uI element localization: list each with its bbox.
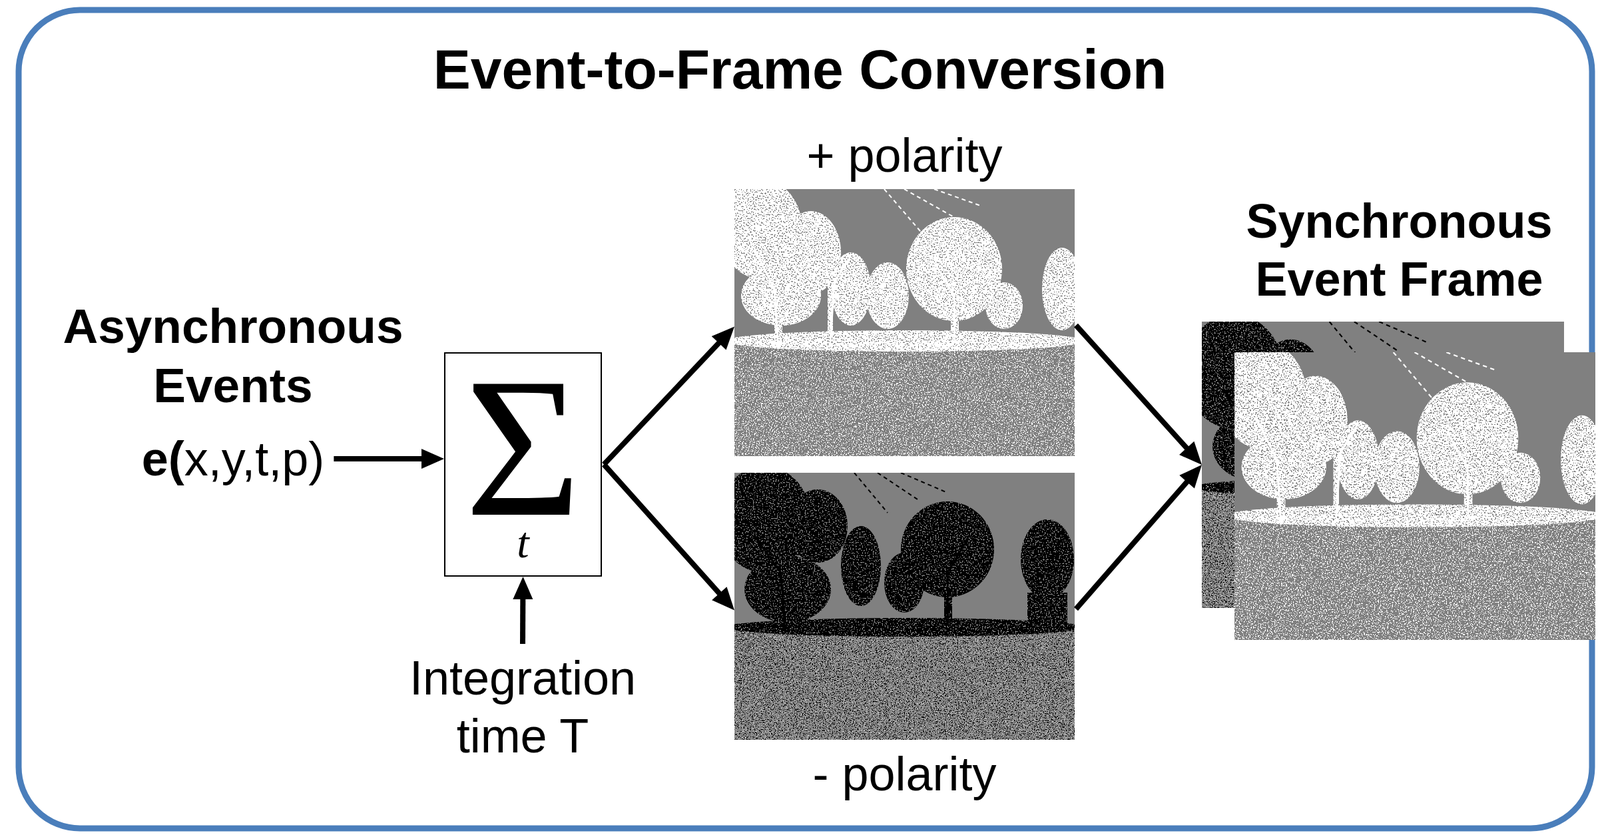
flow-arrow <box>603 464 735 611</box>
event-frame-front <box>1234 352 1596 640</box>
arrow-head <box>1179 464 1202 489</box>
diagram-title: Event-to-Frame Conversion <box>0 35 1600 103</box>
integration-text: Integration time T <box>369 649 676 766</box>
arrow-line <box>1075 478 1190 609</box>
image-heading: + polarity <box>734 126 1075 184</box>
arrow-head <box>711 326 735 351</box>
event-image: + polarity <box>734 189 1075 457</box>
sum-index: t <box>445 520 601 565</box>
event-tuple: e(x,y,t,p) <box>141 432 325 486</box>
arrow-line <box>603 464 722 597</box>
arrow-head <box>512 576 533 600</box>
arrow-line <box>1075 325 1190 452</box>
arrow-head <box>1179 441 1202 465</box>
negative-event-image <box>734 472 1075 740</box>
input-title: Asynchronous Events <box>39 296 427 415</box>
frame-heading: Synchronous Event Frame <box>1201 192 1597 309</box>
image-heading: - polarity <box>734 745 1075 803</box>
event-frame-stack: Synchronous Event Frame <box>1201 321 1597 640</box>
arrow-head <box>711 586 735 610</box>
flow-arrow <box>512 576 533 644</box>
sum-box: Σt <box>444 352 602 577</box>
flow-arrow <box>333 448 445 469</box>
flow-arrow <box>1075 464 1202 609</box>
sum-symbol: Σ <box>445 374 601 521</box>
integration-label: Integration time T <box>369 649 676 766</box>
arrow-line <box>603 340 722 465</box>
arrow-line <box>520 595 526 644</box>
arrow-line <box>333 456 426 462</box>
arrow-head <box>421 448 445 469</box>
positive-event-image <box>734 189 1075 457</box>
flow-arrow <box>1075 325 1202 466</box>
flow-arrow <box>603 326 735 465</box>
input-label: Asynchronous Events e(x,y,t,p) <box>39 296 427 486</box>
event-image: - polarity <box>734 472 1075 740</box>
